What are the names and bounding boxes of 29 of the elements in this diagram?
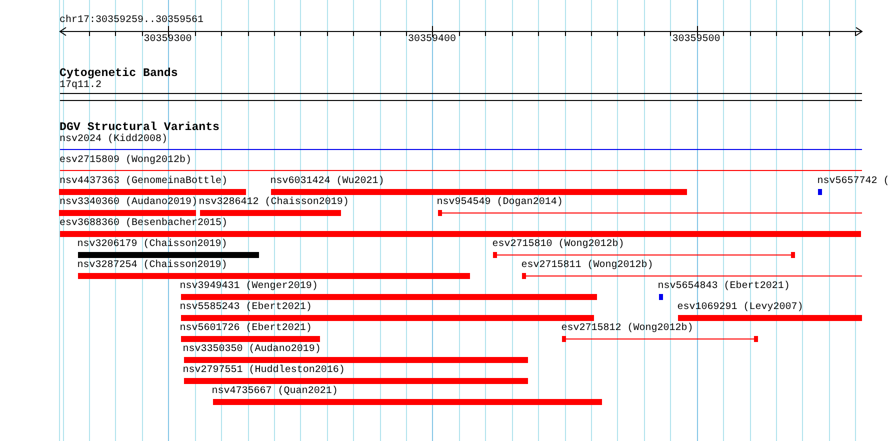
feature-label: nsv4735667 (Quan2021) bbox=[212, 387, 338, 397]
feature-label: esv2715811 (Wong2012b) bbox=[521, 261, 654, 271]
feature-label: nsv5601726 (Ebert2021) bbox=[180, 324, 312, 334]
coordinate-label: chr17:30359259..30359561 bbox=[60, 16, 204, 26]
feature-label: nsv3206179 (Chaisson2019) bbox=[77, 240, 228, 250]
feature-label: nsv4437363 (GenomeinaBottle) bbox=[60, 177, 228, 187]
feature-label: nsv5657742 ( bbox=[817, 177, 890, 187]
feature-label: nsv6031424 (Wu2021) bbox=[270, 177, 384, 187]
feature-label: nsv2024 (Kidd2008) bbox=[60, 135, 168, 145]
feature-label: esv2715809 (Wong2012b) bbox=[60, 156, 192, 166]
tick-label: 30359300 bbox=[144, 35, 192, 45]
track-title: DGV Structural Variants bbox=[60, 122, 220, 134]
feature-label: nsv3350350 (Audano2019) bbox=[182, 345, 321, 355]
feature-label: nsv3949431 (Wenger2019) bbox=[180, 282, 318, 292]
feature-label: nsv5585243 (Ebert2021) bbox=[180, 303, 312, 313]
tick-label: 30359400 bbox=[408, 35, 456, 45]
feature-label: nsv2797551 (Huddleston2016) bbox=[182, 366, 345, 376]
feature-label: esv2715812 (Wong2012b) bbox=[561, 324, 694, 334]
feature-label: nsv954549 (Dogan2014) bbox=[436, 198, 563, 208]
feature-label: esv2715810 (Wong2012b) bbox=[492, 240, 624, 250]
feature-label: esv3688360 (Besenbacher2015) bbox=[60, 219, 228, 229]
feature-label: 17q11.2 bbox=[60, 81, 102, 91]
feature-label: nsv3286412 (Chaisson2019) bbox=[198, 198, 349, 208]
tick-label: 30359500 bbox=[672, 35, 720, 45]
track-title: Cytogenetic Bands bbox=[60, 68, 178, 80]
feature-label: nsv5654843 (Ebert2021) bbox=[658, 282, 790, 292]
feature-label: nsv3287254 (Chaisson2019) bbox=[77, 261, 228, 271]
feature-label: esv1069291 (Levy2007) bbox=[677, 303, 804, 313]
feature-label: nsv3340360 (Audano2019) bbox=[60, 198, 198, 208]
